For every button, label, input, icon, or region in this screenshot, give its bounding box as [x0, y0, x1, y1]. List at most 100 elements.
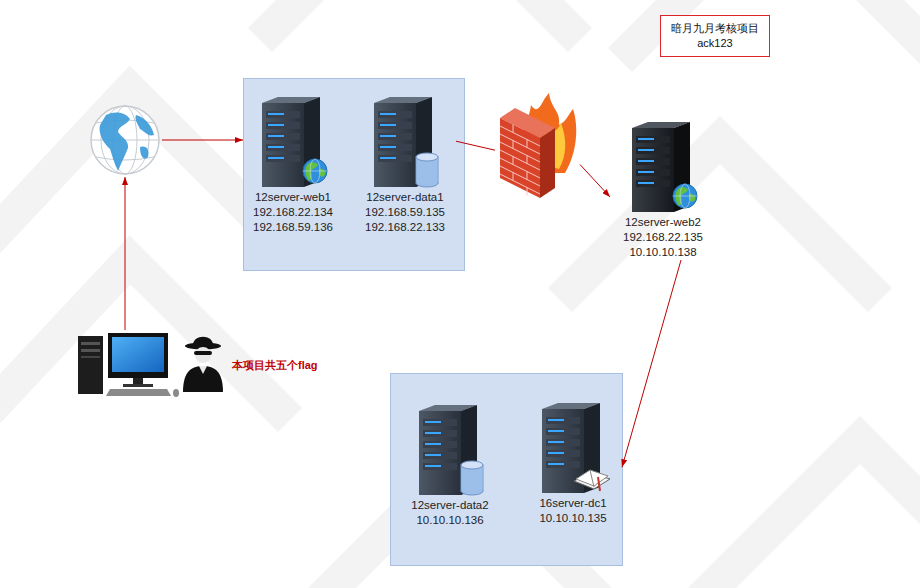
server-icon-part [636, 180, 670, 187]
server-icon [366, 95, 444, 190]
internet-globe [88, 103, 162, 177]
firewall-icon-part [500, 142, 540, 162]
server-icon-part [638, 171, 654, 173]
attacker-computer-icon [75, 328, 227, 398]
server-name: 12server-web1 [242, 190, 344, 205]
server-icon-part [548, 441, 564, 443]
ip-address: 192.168.22.133 [354, 220, 456, 235]
firewall-icon-part [500, 126, 540, 146]
network-zone: 12server-data210.10.10.136 16server-dc110… [390, 373, 622, 565]
node-label: 暗月九月考核项目 [671, 21, 759, 36]
firewall-icon-part [500, 150, 540, 170]
directory-book-badge-part [590, 470, 594, 487]
firewall-icon-part [527, 156, 528, 164]
server-node: 12server-data1192.168.59.135192.168.22.1… [354, 95, 456, 235]
attacker-computer-icon-part [112, 337, 164, 372]
attacker-computer-icon-part [81, 342, 100, 345]
server-icon-part [268, 135, 284, 137]
firewall-icon-part [500, 134, 540, 154]
firewall-icon-part [527, 188, 528, 196]
icon-holder [524, 401, 622, 496]
server-icon-part [380, 157, 396, 159]
firewall-icon-part [540, 128, 555, 198]
server-icon-part [546, 417, 580, 424]
attacker-computer-icon-part [81, 356, 100, 358]
server-icon [534, 401, 612, 496]
firewall-icon-part [500, 158, 540, 178]
server-icon-part [636, 147, 670, 154]
web-badge [303, 159, 327, 183]
server-name: 12server-data1 [354, 190, 456, 205]
attacker-computer-icon-part [173, 389, 179, 397]
globe-icon-part [100, 112, 130, 171]
node-label: ack123 [671, 36, 759, 51]
server-icon-part [266, 111, 300, 118]
server-icon-part [638, 182, 654, 184]
server-icon-part [268, 124, 284, 126]
note-box: 暗月九月考核项目ack123 [660, 15, 770, 57]
attacker-computer-icon-part [183, 366, 223, 392]
firewall-icon-part [500, 118, 540, 198]
firewall-icon-part [513, 173, 514, 181]
zone-panel [391, 374, 623, 566]
database-badge [416, 153, 438, 187]
server-icon [624, 120, 702, 215]
server-name: 12server-data2 [397, 498, 503, 513]
server-icon-part [262, 103, 304, 187]
attacker-computer-icon-part [195, 347, 211, 363]
server-node: 16server-dc110.10.10.135 [524, 401, 622, 526]
server-icon-part [268, 146, 284, 148]
watermark-chevron [560, 140, 880, 300]
server-icon-part [419, 411, 461, 495]
attacker-computer-icon-part [199, 366, 207, 374]
firewall-icon-part [500, 166, 540, 186]
directory-book-badge [574, 470, 610, 491]
server-name: 16server-dc1 [524, 496, 622, 511]
attacker-computer-icon-part [108, 333, 168, 378]
ip-address: 10.10.10.135 [524, 511, 622, 526]
server-icon-part [632, 128, 674, 212]
server-icon-part [266, 122, 300, 129]
directory-book-badge-part [598, 477, 600, 491]
firewall-icon-part [527, 140, 528, 148]
server-icon-part [378, 144, 412, 151]
attacker-computer-icon-part [133, 378, 143, 384]
network-link [622, 260, 681, 467]
network-link [162, 140, 243, 141]
ip-address: 192.168.59.136 [242, 220, 344, 235]
watermark-chevron [620, 0, 920, 60]
server-icon-part [546, 428, 580, 435]
server-icon-part [638, 138, 654, 140]
server-icon-part [425, 454, 441, 456]
ip-address: 192.168.22.134 [242, 205, 344, 220]
web-badge [673, 184, 697, 208]
globe-icon-part [91, 106, 159, 174]
firewall-icon-part [513, 141, 514, 149]
watermark-chevron [260, 0, 580, 40]
globe-icon-part [135, 115, 154, 135]
icon-holder [495, 93, 580, 207]
server-icon-part [380, 124, 396, 126]
server-icon-part [423, 419, 457, 426]
server-icon-part [268, 157, 284, 159]
ip-address: 10.10.10.138 [610, 245, 716, 260]
server-icon-part [374, 103, 416, 187]
attacker-computer-icon-part [78, 336, 103, 394]
server-icon-part [546, 439, 580, 446]
icon-holder [354, 95, 456, 190]
database-badge-part [461, 461, 483, 469]
database-badge [461, 461, 483, 495]
ip-address: 10.10.10.136 [397, 513, 503, 528]
directory-book-badge-part [576, 470, 608, 486]
web-badge-part [673, 196, 697, 197]
watermark-chevron [0, 260, 290, 420]
server-node: 12server-web1192.168.22.134192.168.59.13… [242, 95, 344, 235]
server-icon [411, 403, 489, 498]
firewall-icon-part [513, 125, 514, 133]
attacker-computer-icon-part [194, 351, 212, 355]
server-icon-part [425, 465, 441, 467]
server-icon-part [423, 452, 457, 459]
network-link [456, 141, 495, 150]
web-badge-part [303, 159, 327, 183]
